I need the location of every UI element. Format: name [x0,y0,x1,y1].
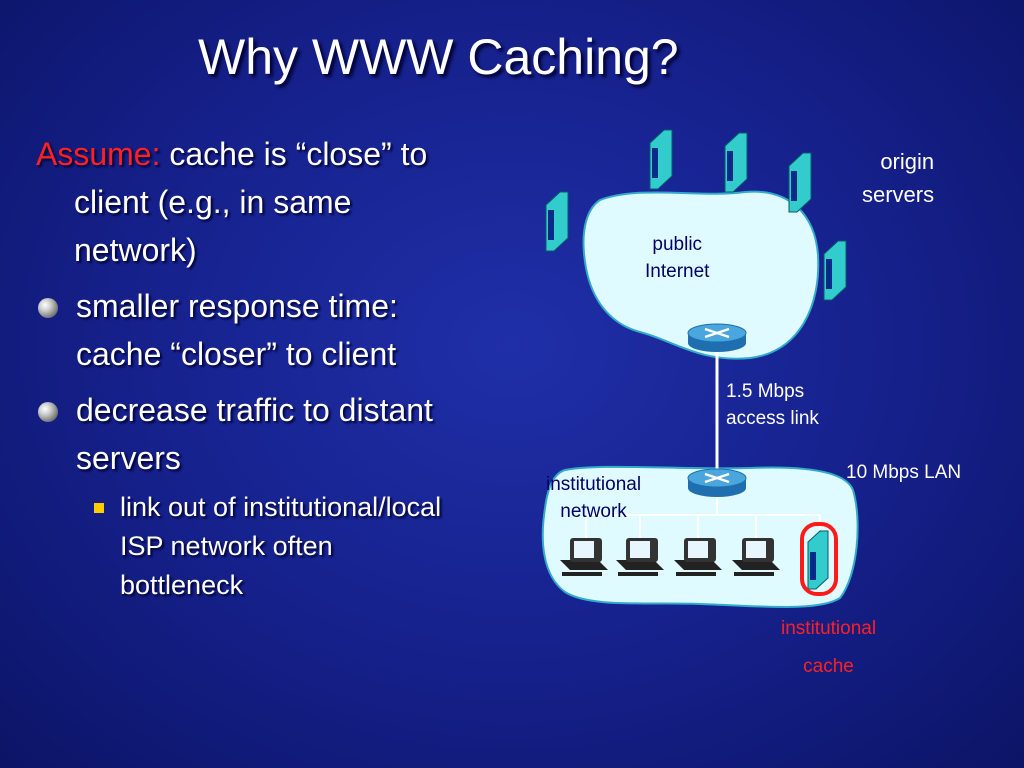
router-icon [687,323,747,352]
workstation-icon [674,538,722,576]
assume-label: Assume: [36,136,161,172]
access-link-label: 1.5 Mbps access link [726,381,819,429]
public-internet-cloud [582,190,820,360]
institutional-cache-server-icon [807,530,829,590]
bullet-text: smaller response time: cache “closer” to… [76,288,398,372]
sub-bullet-text: link out of institutional/local ISP netw… [120,492,442,600]
workstation-icon [732,538,780,576]
square-bullet-icon [94,503,104,513]
origin-server-icon [545,191,569,252]
assume-paragraph: Assume: cache is “close” to client (e.g.… [36,130,456,274]
institutional-cache-label: institutional cache [781,618,877,677]
router-icon [687,468,747,497]
workstation-icon [560,538,608,576]
sphere-bullet-icon [38,298,58,318]
origin-server-icon [724,132,748,193]
institutional-network-label: institutional network [546,474,642,522]
origin-servers-label: origin servers [862,149,935,207]
origin-server-icon [788,152,812,213]
assume-text: cache is “close” to client (e.g., in sam… [74,136,428,268]
workstation-icon [616,538,664,576]
public-internet-label: public Internet [645,234,710,282]
sphere-bullet-icon [38,402,58,422]
bullet-text: decrease traffic to distant servers [76,392,433,476]
page-title: Why WWW Caching? [198,29,679,85]
origin-server-icon [823,240,847,301]
institutional-network-cloud [541,465,859,608]
origin-server-icon [649,129,673,190]
sub-bullet-item: link out of institutional/local ISP netw… [36,488,456,605]
bullet-item: decrease traffic to distant servers [36,386,456,482]
bullet-list: Assume: cache is “close” to client (e.g.… [36,130,456,605]
bullet-item: smaller response time: cache “closer” to… [36,282,456,378]
cache-highlight-outline [800,522,838,596]
lan-label: 10 Mbps LAN [846,462,962,483]
